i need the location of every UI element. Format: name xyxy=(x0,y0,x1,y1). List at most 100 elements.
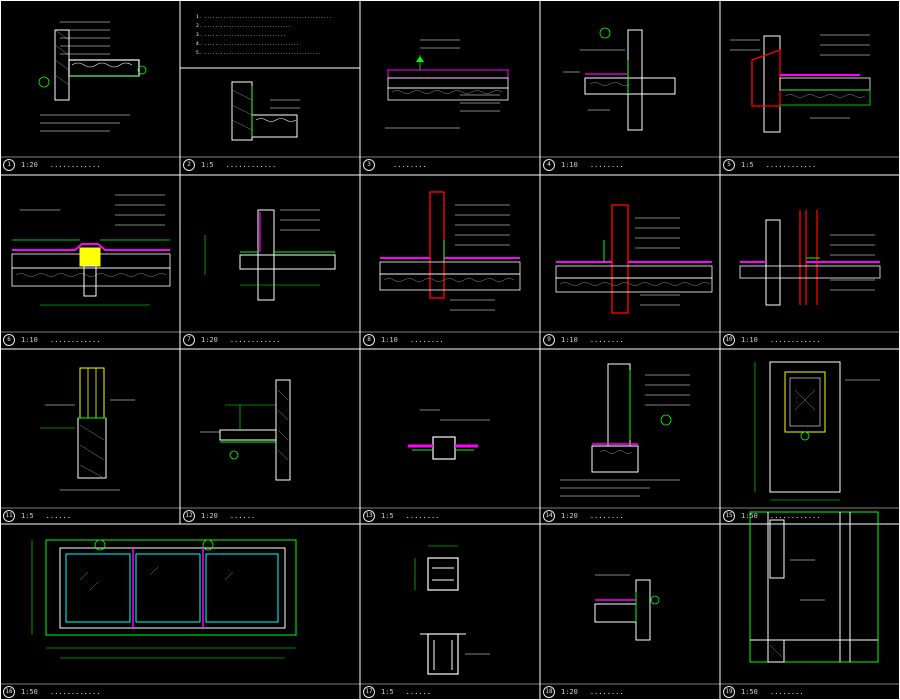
detail-caption[interactable]: 19 1:50........ xyxy=(723,685,804,699)
detail-scale: 1:5 xyxy=(201,161,214,169)
detail-number: 9 xyxy=(543,334,555,346)
detail-5-parapet-flashing[interactable] xyxy=(730,34,871,133)
detail-number: 5 xyxy=(723,159,735,171)
detail-title: ........ xyxy=(393,161,427,169)
detail-caption[interactable]: 11 1:5...... xyxy=(3,509,71,523)
detail-scale: 1:50 xyxy=(21,688,38,696)
detail-scale: 1:5 xyxy=(741,161,754,169)
detail-12-shelf-bracket[interactable] xyxy=(200,379,291,481)
detail-title: ............ xyxy=(49,161,101,169)
detail-title: ........ xyxy=(589,161,624,169)
detail-title: ............ xyxy=(225,161,277,169)
detail-number: 14 xyxy=(543,510,555,522)
detail-scale: 1:10 xyxy=(381,336,398,344)
note-line: 1. .....................................… xyxy=(196,14,331,20)
detail-title: ............ xyxy=(229,336,281,344)
detail-number: 12 xyxy=(183,510,195,522)
detail-title: ........ xyxy=(769,688,804,696)
detail-number: 19 xyxy=(723,686,735,698)
detail-number: 2 xyxy=(183,159,195,171)
detail-15-access-panel[interactable] xyxy=(754,361,880,501)
detail-scale: 1:10 xyxy=(561,161,578,169)
detail-number: 17 xyxy=(363,686,375,698)
detail-number: 16 xyxy=(3,686,15,698)
detail-caption[interactable]: 7 1:20............ xyxy=(183,333,280,347)
detail-scale: 1:10 xyxy=(561,336,578,344)
detail-14-wall-coping[interactable] xyxy=(560,363,690,497)
detail-number: 1 xyxy=(3,159,15,171)
detail-scale: 1:20 xyxy=(201,512,218,520)
detail-scale: 1:5 xyxy=(21,512,34,520)
detail-scale: 1:20 xyxy=(561,512,578,520)
detail-3-floor-layers[interactable] xyxy=(385,39,509,129)
detail-caption[interactable]: 14 1:20........ xyxy=(543,509,624,523)
detail-number: 4 xyxy=(543,159,555,171)
detail-16-glazing-elevation[interactable] xyxy=(31,539,297,659)
note-line: 2. ................................ xyxy=(196,23,291,29)
detail-2-notes: 1. .....................................… xyxy=(196,14,331,56)
detail-scale: 1:10 xyxy=(741,336,758,344)
detail-scale: 1:50 xyxy=(741,688,758,696)
detail-scale: 1:5 xyxy=(381,688,394,696)
detail-title: ............ xyxy=(49,688,101,696)
detail-title: ...... xyxy=(45,512,71,520)
detail-number: 7 xyxy=(183,334,195,346)
detail-10-wall-roof-joint[interactable] xyxy=(739,210,881,306)
detail-title: ............ xyxy=(769,512,821,520)
note-line: 5. .....................................… xyxy=(196,50,321,56)
detail-caption[interactable]: 13 1:5........ xyxy=(363,509,439,523)
detail-number: 3 xyxy=(363,159,375,171)
detail-caption[interactable]: 15 1:50............ xyxy=(723,509,820,523)
detail-number: 15 xyxy=(723,510,735,522)
detail-2-wall-base[interactable] xyxy=(231,81,300,141)
detail-19-wall-elevation[interactable] xyxy=(749,511,879,663)
detail-caption[interactable]: 18 1:20........ xyxy=(543,685,624,699)
detail-number: 11 xyxy=(3,510,15,522)
detail-title: ........ xyxy=(589,336,624,344)
detail-caption[interactable]: 4 1:10........ xyxy=(543,158,624,172)
detail-6-roof-drain[interactable] xyxy=(11,194,171,306)
detail-title: ...... xyxy=(405,688,431,696)
svg-text:1. ...........................: 1. .....................................… xyxy=(196,14,331,56)
note-line: 3. .............................. xyxy=(196,32,285,38)
detail-18-base-flashing[interactable] xyxy=(594,574,660,641)
detail-7-column-base[interactable] xyxy=(204,209,336,301)
detail-13-connector[interactable] xyxy=(408,409,490,460)
detail-scale: 1:20 xyxy=(561,688,578,696)
detail-title: ........ xyxy=(589,688,624,696)
detail-number: 13 xyxy=(363,510,375,522)
detail-number: 8 xyxy=(363,334,375,346)
detail-caption[interactable]: 5 1:5............ xyxy=(723,158,816,172)
detail-caption[interactable]: 17 1:5...... xyxy=(363,685,431,699)
detail-9-sleeve-penetration[interactable] xyxy=(555,204,713,314)
detail-caption[interactable]: 8 1:10........ xyxy=(363,333,444,347)
detail-17-bracket-profile[interactable] xyxy=(414,545,490,675)
detail-title: ........ xyxy=(409,336,444,344)
detail-caption[interactable]: 1 1:20............ xyxy=(3,158,100,172)
detail-caption[interactable]: 3........ xyxy=(363,158,427,172)
detail-scale: 1:20 xyxy=(21,161,38,169)
detail-11-wall-section[interactable] xyxy=(40,367,135,491)
detail-8-pipe-penetration[interactable] xyxy=(379,191,521,311)
detail-caption[interactable]: 12 1:20...... xyxy=(183,509,255,523)
detail-number: 18 xyxy=(543,686,555,698)
detail-scale: 1:20 xyxy=(201,336,218,344)
detail-scale: 1:5 xyxy=(381,512,394,520)
detail-scale: 1:50 xyxy=(741,512,758,520)
detail-title: ........ xyxy=(589,512,624,520)
detail-number: 6 xyxy=(3,334,15,346)
detail-title: ...... xyxy=(229,512,256,520)
detail-caption[interactable]: 16 1:50............ xyxy=(3,685,100,699)
detail-title: ............ xyxy=(769,336,821,344)
detail-caption[interactable]: 9 1:10........ xyxy=(543,333,624,347)
detail-1-parapet[interactable] xyxy=(38,21,147,132)
detail-title: ............ xyxy=(765,161,817,169)
detail-caption[interactable]: 2 1:5............ xyxy=(183,158,276,172)
detail-4-wall-junction[interactable] xyxy=(563,27,676,131)
note-line: 4. ................................... xyxy=(196,41,299,47)
detail-title: ........ xyxy=(405,512,440,520)
